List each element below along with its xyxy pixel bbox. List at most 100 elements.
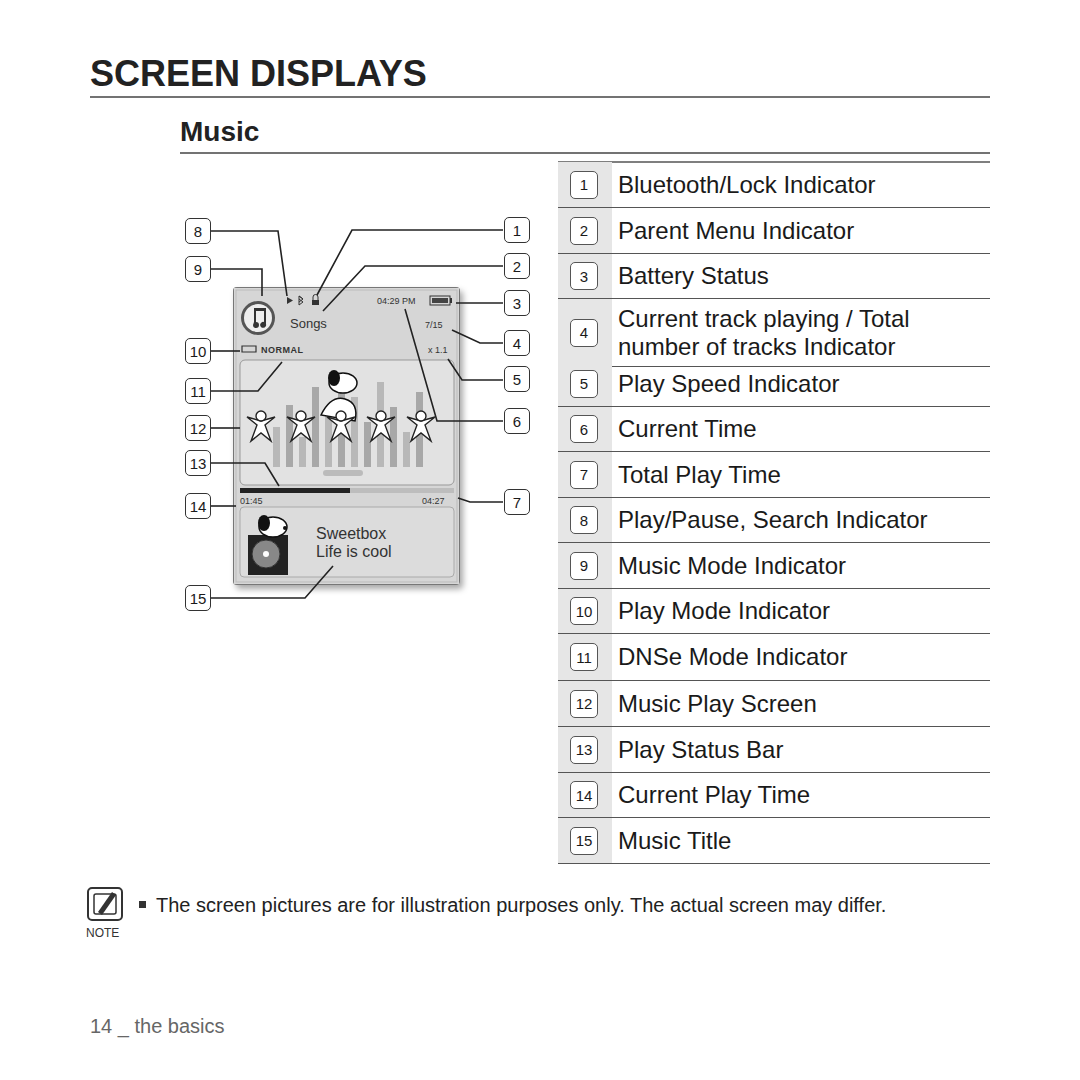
row-number: 3	[580, 268, 588, 285]
screen-text: NORMAL	[261, 345, 304, 355]
row-number: 14	[576, 787, 593, 804]
callout-text: 5	[513, 371, 521, 388]
callout-text: 8	[194, 223, 202, 240]
callout-number: 10	[185, 338, 211, 364]
callout-text: 12	[190, 420, 207, 437]
note-icon	[88, 888, 122, 920]
row-number: 12	[576, 695, 593, 712]
callout-text: 9	[194, 261, 202, 278]
callout-number: 4	[504, 330, 530, 356]
screen-text: x 1.1	[428, 345, 448, 355]
callout-number: 11	[185, 378, 211, 404]
row-number: 10	[576, 603, 593, 620]
table-row: 1Bluetooth/Lock Indicator	[558, 162, 990, 208]
table-row: 11 DNSe Mode Indicator	[558, 634, 990, 681]
callout-number: 1	[504, 217, 530, 243]
row-description: Play Mode Indicator	[618, 597, 978, 625]
row-description: Current Play Time	[618, 781, 978, 809]
note-label: NOTE	[86, 926, 119, 940]
table-row: 14 Current Play Time	[558, 773, 990, 818]
row-number: 13	[576, 741, 593, 758]
callout-number: 3	[504, 290, 530, 316]
table-row: 13 Play Status Bar	[558, 727, 990, 773]
row-number: 5	[580, 375, 588, 392]
callout-text: 4	[513, 335, 521, 352]
screen-text: 01:45	[240, 496, 263, 506]
callout-number: 9	[185, 256, 211, 282]
row-description: Play Status Bar	[618, 736, 978, 764]
section-heading: Music	[180, 116, 259, 148]
row-number-box: 10	[570, 597, 598, 625]
callout-text: 10	[190, 343, 207, 360]
table-row: 9 Music Mode Indicator	[558, 543, 990, 589]
row-number: 1	[580, 176, 588, 193]
row-number: 8	[580, 512, 588, 529]
row-number: 2	[580, 222, 588, 239]
callout-number: 14	[185, 493, 211, 519]
callout-number: 8	[185, 218, 211, 244]
row-description: Total Play Time	[618, 461, 978, 489]
note-bullet	[139, 901, 146, 908]
table-row: 8Play/Pause, Search Indicator	[558, 498, 990, 543]
screen-text: Songs	[290, 316, 327, 331]
player-screen: Songs04:29 PM7/15NORMALx 1.101:4504:27Sw…	[233, 287, 460, 585]
row-number: 9	[580, 557, 588, 574]
callout-text: 11	[190, 383, 206, 400]
row-number-box: 11	[570, 643, 598, 671]
row-description: Parent Menu Indicator	[618, 217, 978, 245]
table-row: 15Music Title	[558, 818, 990, 864]
row-description: Current track playing / Total number of …	[618, 305, 978, 361]
callout-number: 13	[185, 450, 211, 476]
callout-number: 15	[185, 585, 211, 611]
row-number-box: 4	[570, 319, 598, 347]
leader-line	[317, 230, 503, 295]
row-number-box: 8	[570, 506, 598, 534]
row-description: Music Mode Indicator	[618, 552, 978, 580]
row-number-box: 6	[570, 415, 598, 443]
callout-text: 1	[513, 222, 521, 239]
screen-text: Sweetbox	[316, 525, 386, 543]
row-number: 6	[580, 421, 588, 438]
callout-text: 13	[190, 455, 207, 472]
title-rule	[90, 96, 990, 98]
callout-text: 2	[513, 258, 521, 275]
screen-text: Life is cool	[316, 543, 392, 561]
leader-line	[456, 302, 503, 304]
row-number: 15	[576, 832, 593, 849]
row-number-box: 13	[570, 736, 598, 764]
table-row: 7 Total Play Time	[558, 452, 990, 498]
table-row: 4 Current track playing / Total number of…	[558, 299, 990, 367]
row-description: DNSe Mode Indicator	[618, 643, 978, 671]
note-text: The screen pictures are for illustration…	[156, 893, 1056, 917]
callout-number: 2	[504, 253, 530, 279]
table-row: 12 Music Play Screen	[558, 681, 990, 727]
callout-text: 6	[513, 413, 521, 430]
leader-line	[458, 498, 503, 502]
callout-text: 15	[190, 590, 207, 607]
screen-text: 04:29 PM	[377, 296, 416, 306]
screen-text: 04:27	[422, 496, 445, 506]
callout-number: 5	[504, 366, 530, 392]
table-row: 6 Current Time	[558, 407, 990, 452]
table-row: 2 Parent Menu Indicator	[558, 208, 990, 254]
row-description: Play Speed Indicator	[618, 370, 978, 398]
row-number: 7	[580, 466, 588, 483]
row-number-box: 14	[570, 781, 598, 809]
row-number: 4	[580, 324, 588, 341]
callout-number: 7	[504, 489, 530, 515]
row-number: 11	[576, 649, 592, 666]
row-number-box: 12	[570, 690, 598, 718]
page-title: SCREEN DISPLAYS	[90, 54, 427, 94]
table-row: 10 Play Mode Indicator	[558, 589, 990, 634]
row-number-box: 7	[570, 461, 598, 489]
callout-number: 6	[504, 408, 530, 434]
row-description: Current Time	[618, 415, 978, 443]
table-row: 5 Play Speed Indicator	[558, 361, 990, 407]
row-description: Music Play Screen	[618, 690, 978, 718]
row-number-box: 5	[570, 370, 598, 398]
row-number-box: 3	[570, 262, 598, 290]
row-number-box: 9	[570, 552, 598, 580]
page-footer: 14 _ the basics	[90, 1014, 225, 1038]
